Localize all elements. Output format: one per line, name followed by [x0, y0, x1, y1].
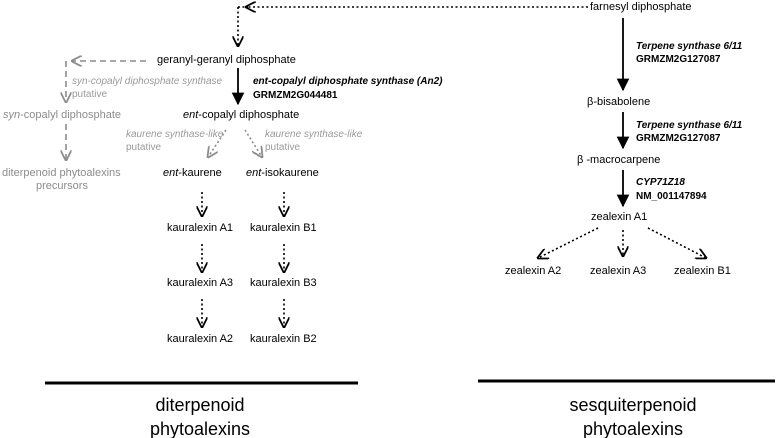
beta-macrocarpene: β -macrocarpene: [577, 154, 661, 166]
kauralexin-a2: kauralexin A2: [167, 333, 234, 345]
arrow-entcpp-to-kaurene: [208, 129, 227, 157]
zealexin-b1: zealexin B1: [674, 265, 731, 277]
syn-copalyl-diphosphate: syn-copalyl diphosphate: [3, 109, 122, 121]
section-diterpenoid-line2: phytoalexins: [149, 419, 251, 438]
geranylgeranyl-diphosphate: geranyl-geranyl diphosphate: [157, 54, 296, 66]
ent-copalyl-diphosphate: ent-copalyl diphosphate: [183, 109, 300, 121]
an2-gene-id: GRMZM2G044481: [253, 90, 338, 101]
tps-enzyme-label-1: Terpene synthase 6/11: [636, 41, 743, 52]
diterpenoid-precursors-line1: diterpenoid phytoalexins: [2, 167, 121, 179]
zealexin-a3: zealexin A3: [590, 265, 647, 277]
cyp-enzyme-label: CYP71Z18: [636, 177, 685, 188]
section-label-sesquiterpenoid: sesquiterpenoid phytoalexins: [548, 393, 718, 438]
kauralexin-a1: kauralexin A1: [167, 222, 234, 234]
section-label-diterpenoid: diterpenoid phytoalexins: [120, 393, 280, 438]
syn-cpp-synthase-label: syn-copalyl diphosphate synthase: [72, 76, 223, 87]
farnesyl-diphosphate: farnesyl diphosphate: [590, 1, 692, 13]
ks-like-putative-left: putative: [126, 142, 162, 153]
kauralexin-b3: kauralexin B3: [250, 277, 317, 289]
cyp-gene-id: NM_001147894: [636, 191, 707, 202]
syn-cpp-putative-label: putative: [72, 89, 108, 100]
ent-kaurene: ent-kaurene: [163, 167, 222, 179]
section-diterpenoid-line1: diterpenoid: [155, 395, 245, 415]
ks-like-label-right: kaurene synthase-like: [265, 129, 363, 140]
beta-bisabolene: β-bisabolene: [587, 96, 651, 108]
ks-like-label-left: kaurene synthase-like: [126, 129, 224, 140]
tps-gene-id-2: GRMZM2G127087: [636, 133, 721, 144]
arrow-fpp-to-ggpp: [238, 7, 588, 46]
section-sesquiterpenoid-line1: sesquiterpenoid: [569, 395, 697, 415]
arrow-zA1-to-zB1: [647, 227, 706, 258]
arrow-ggpp-to-syncpp: [66, 61, 146, 102]
zealexin-a1: zealexin A1: [591, 211, 648, 223]
diterpenoid-precursors-line2: precursors: [36, 180, 88, 192]
kauralexin-b2: kauralexin B2: [250, 333, 317, 345]
section-sesquiterpenoid-line2: phytoalexins: [582, 419, 684, 438]
zealexin-a2: zealexin A2: [505, 265, 562, 277]
kauralexin-b1: kauralexin B1: [250, 222, 317, 234]
tps-enzyme-label-2: Terpene synthase 6/11: [636, 120, 743, 131]
ent-isokaurene: ent-isokaurene: [246, 167, 319, 179]
arrow-entcpp-to-isokaurene: [244, 129, 262, 157]
tps-gene-id-1: GRMZM2G127087: [636, 54, 721, 65]
kauralexin-a3: kauralexin A3: [167, 277, 234, 289]
ks-like-putative-right: putative: [265, 142, 301, 153]
an2-enzyme-label: ent-copalyl diphosphate synthase (An2): [253, 76, 443, 87]
arrow-zA1-to-zA2: [538, 227, 599, 258]
